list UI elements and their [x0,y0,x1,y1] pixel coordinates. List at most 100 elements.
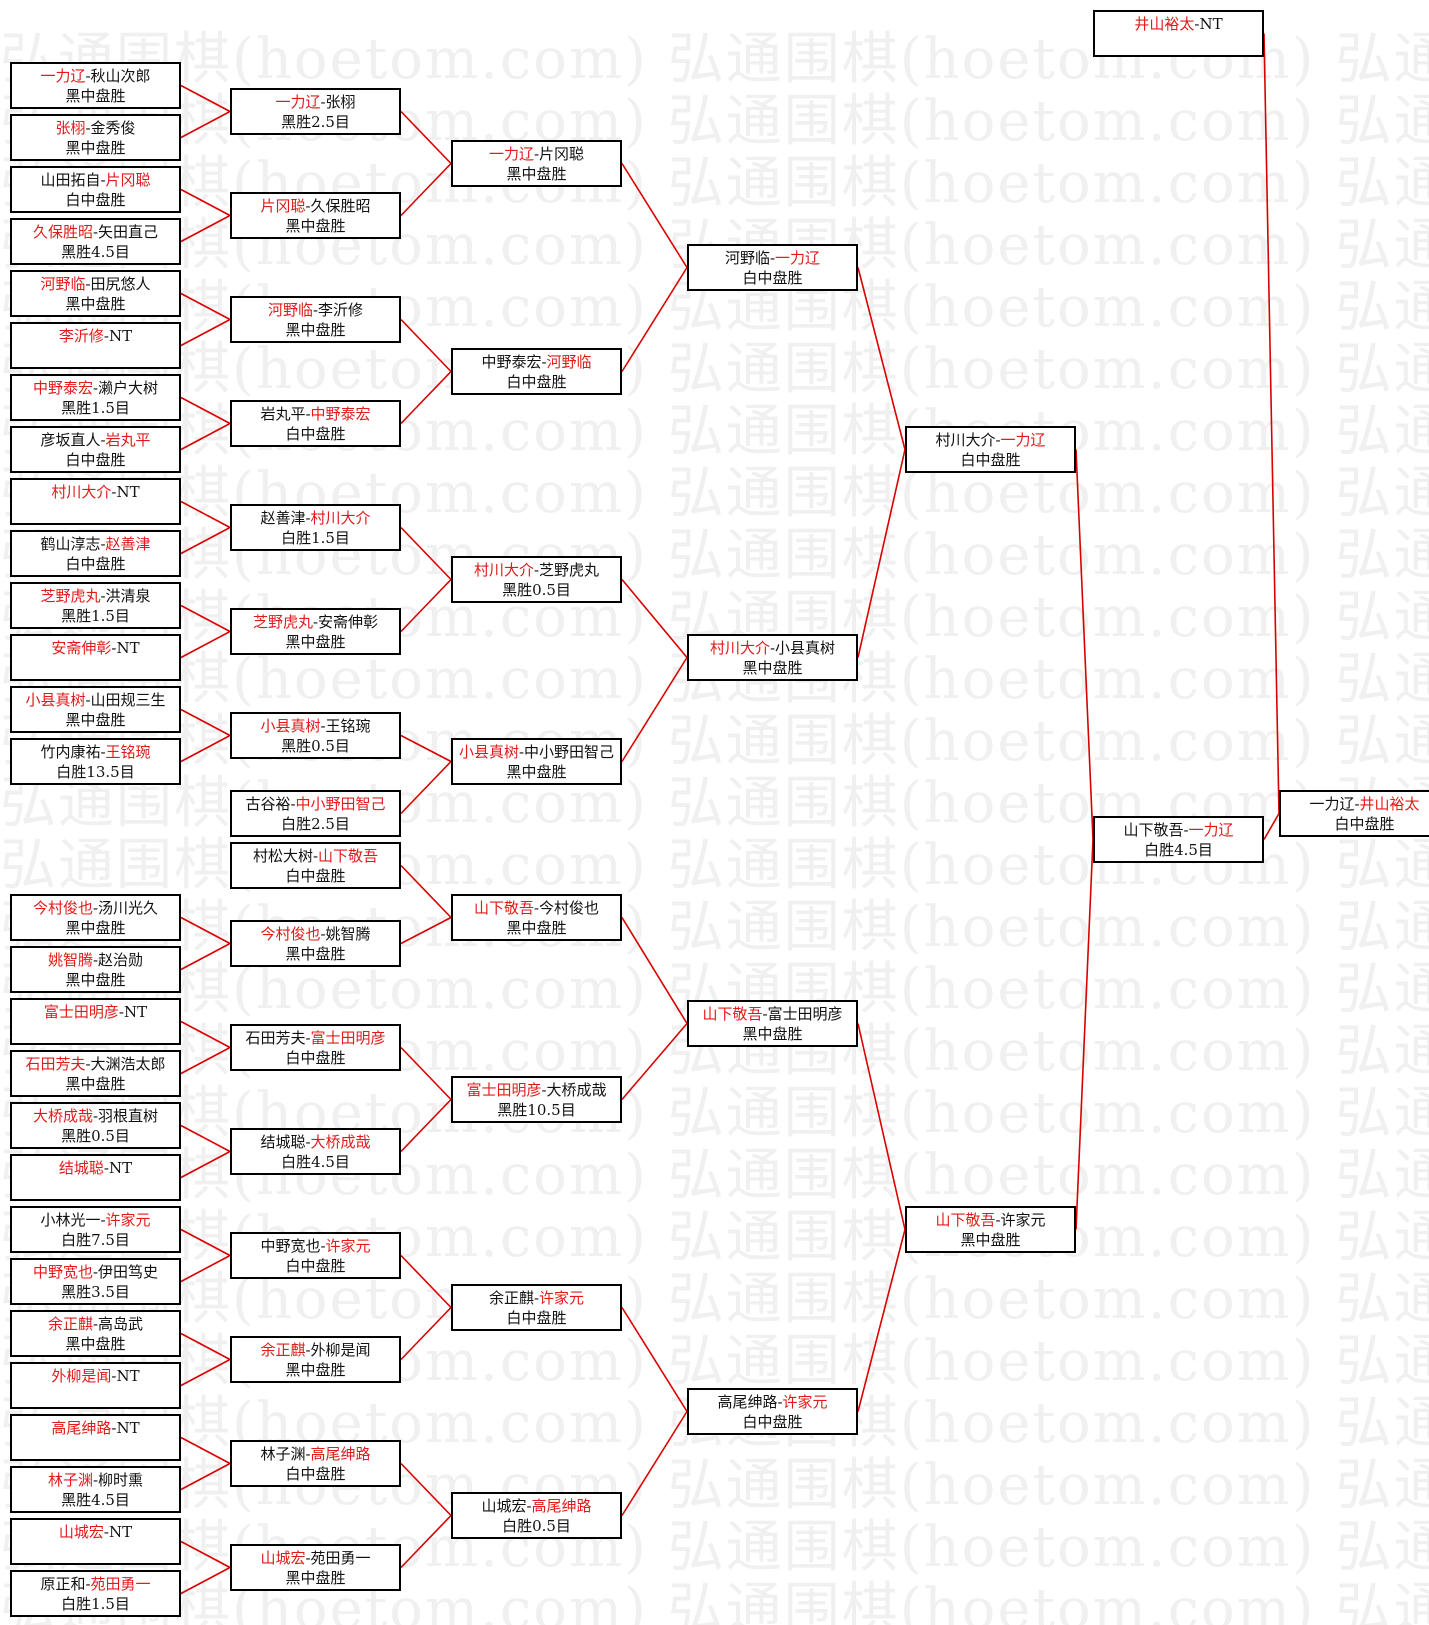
match-players: 安斋伸彰-NT [12,638,179,658]
match-box-r5-1: 村川大介-一力辽白中盘胜 [905,426,1076,473]
connector-line [400,370,452,425]
connector-line [180,734,231,763]
match-players: 一力辽-井山裕太 [1281,794,1429,814]
match-players: 余正麒-许家元 [453,1288,620,1308]
winner-name: 许家元 [782,1393,828,1411]
match-result: 黑中盘胜 [285,633,346,651]
opponent-name: -柳时熏 [92,1471,144,1489]
opponent-name: -NT [111,1367,140,1385]
match-players: 富士田明彦-大桥成哉 [453,1080,620,1100]
match-result: 白胜7.5目 [61,1231,130,1249]
match-box-r1-5: 河野临-田尻悠人黑中盘胜 [10,270,181,317]
match-result: 黑中盘胜 [65,1075,126,1093]
connector-line [400,760,452,815]
winner-name: 村川大介 [51,483,112,501]
connector-line [180,1254,231,1283]
match-box-r1-25: 高尾绅路-NT [10,1414,181,1461]
opponent-name: 结城聪- [260,1133,311,1151]
match-result: 白中盘胜 [506,1309,567,1327]
match-players: 山下敬吾-今村俊也 [453,898,620,918]
connector-line [180,1228,231,1257]
match-box-r2-16: 山城宏-苑田勇一黑中盘胜 [230,1544,401,1591]
match-result: 黑中盘胜 [506,763,567,781]
match-box-r4-2: 村川大介-小县真树黑中盘胜 [687,634,858,681]
winner-name: 富士田明彦 [466,1081,542,1099]
connector-line [180,942,231,971]
winner-name: 许家元 [325,1237,371,1255]
match-players: 大桥成哉-羽根直树 [12,1106,179,1126]
winner-name: 许家元 [105,1211,151,1229]
match-result: 白中盘胜 [65,451,126,469]
winner-name: 山城宏 [260,1549,306,1567]
match-box-r1-28: 原正和-苑田勇一白胜1.5目 [10,1570,181,1617]
match-result: 白胜4.5目 [281,1153,350,1171]
match-result: 白中盘胜 [742,269,803,287]
connector-line [180,708,231,737]
match-result: 白胜1.5目 [61,1595,130,1613]
winner-name: 王铭琬 [105,743,151,761]
winner-name: 高尾绅路 [51,1419,112,1437]
match-result: 黑中盘胜 [742,659,803,677]
match-box-r1-17: 富士田明彦-NT [10,998,181,1045]
connector-line [400,1254,452,1309]
opponent-name: -NT [103,1159,133,1177]
match-box-r4-4: 高尾绅路-许家元白中盘胜 [687,1388,858,1435]
winner-name: 许家元 [539,1289,585,1307]
match-box-r1-24: 外柳是闻-NT [10,1362,181,1409]
opponent-name: -苑田勇一 [305,1549,371,1567]
match-players: 今村俊也-姚智腾 [232,924,399,944]
match-box-r2-13: 中野宽也-许家元白中盘胜 [230,1232,401,1279]
opponent-name: -李沂修 [312,301,364,319]
opponent-name: 林子渊- [260,1445,311,1463]
connector-line [1075,449,1094,840]
opponent-name: -田尻悠人 [85,275,151,293]
match-players: 岩丸平-中野泰宏 [232,404,399,424]
connector-line [180,526,231,555]
match-result: 黑胜0.5目 [281,737,350,755]
winner-name: 富士田明彦 [43,1003,119,1021]
match-box-r2-1: 一力辽-张栩黑胜2.5目 [230,88,401,135]
opponent-name: -羽根直树 [92,1107,159,1125]
winner-name: 一力辽 [488,145,534,163]
match-box-r4-3: 山下敬吾-富士田明彦黑中盘胜 [687,1000,858,1047]
match-box-r2-3: 河野临-李沂修黑中盘胜 [230,296,401,343]
match-result: 黑胜4.5目 [61,1491,130,1509]
winner-name: 河野临 [546,353,592,371]
match-players: 河野临-田尻悠人 [12,274,179,294]
opponent-name: 赵善津- [260,509,311,527]
winner-name: 余正麒 [47,1315,93,1333]
winner-name: 大桥成哉 [32,1107,93,1125]
match-result: 白中盘胜 [960,451,1021,469]
match-players: 富士田明彦-NT [12,1002,179,1022]
match-box-r1-15: 今村俊也-汤川光久黑中盘胜 [10,894,181,941]
opponent-name: -高岛武 [92,1315,144,1333]
winner-name: 张栩 [55,119,86,137]
connector-line [400,734,452,763]
match-box-r5-2: 山下敬吾-许家元黑中盘胜 [905,1206,1076,1253]
opponent-name: -山田规三生 [85,691,166,709]
match-players: 村川大介-小县真树 [689,638,856,658]
match-result: 黑中盘胜 [742,1025,803,1043]
winner-name: 苑田勇一 [90,1575,151,1593]
connector-line [400,162,452,217]
connector-line [180,916,231,945]
opponent-name: -久保胜昭 [305,197,371,215]
opponent-name: -许家元 [995,1211,1046,1229]
connector-line [180,214,231,243]
winner-name: 余正麒 [260,1341,306,1359]
match-box-r1-9: 村川大介-NT [10,478,181,525]
winner-name: 山下敬吾 [318,847,379,865]
match-box-r1-7: 中野泰宏-濑户大树黑胜1.5目 [10,374,181,421]
winner-name: 林子渊 [47,1471,93,1489]
opponent-name: -金秀俊 [85,119,136,137]
match-players: 石田芳夫-大渊浩太郎 [12,1054,179,1074]
connector-line [180,292,231,321]
connector-line [1075,839,1094,1230]
opponent-name: 原正和- [40,1575,91,1593]
winner-name: 小县真树 [260,717,321,735]
match-result: 黑中盘胜 [506,165,567,183]
connector-line [857,267,906,450]
connector-line [180,630,231,659]
match-players: 山下敬吾-许家元 [907,1210,1074,1230]
